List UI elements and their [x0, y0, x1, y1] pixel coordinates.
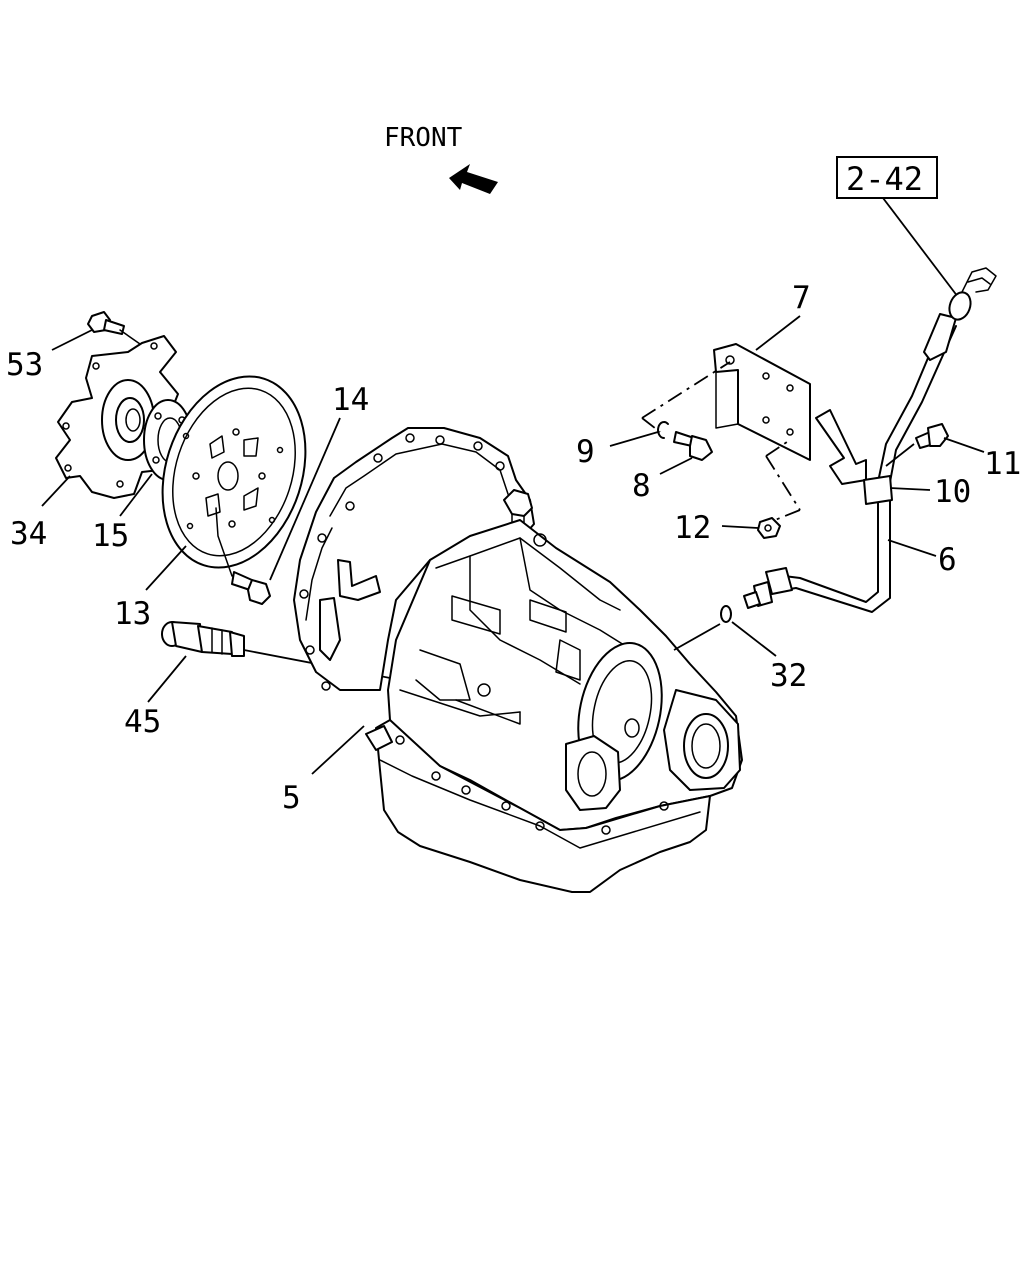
callout-45: 45: [124, 704, 161, 740]
transmission-assembly-part[interactable]: [293, 427, 743, 893]
callout-8: 8: [632, 468, 651, 504]
bolt-part[interactable]: [673, 431, 713, 461]
reference-label: 2-42: [846, 160, 923, 198]
bolt-part[interactable]: [87, 311, 125, 335]
tube-clip-bracket-part[interactable]: [815, 409, 867, 485]
callout-12: 12: [674, 510, 711, 546]
o-ring-part[interactable]: [720, 605, 732, 623]
callout-34: 34: [10, 516, 47, 552]
nut-part[interactable]: [757, 517, 781, 539]
callout-5: 5: [282, 780, 301, 816]
bolt-part[interactable]: [215, 507, 271, 605]
callout-32: 32: [770, 658, 807, 694]
reference-box[interactable]: [836, 156, 938, 199]
clip-part[interactable]: [657, 421, 669, 439]
callout-9: 9: [576, 434, 595, 470]
callout-6: 6: [938, 542, 957, 578]
speed-sensor-part[interactable]: [161, 621, 245, 657]
callout-13: 13: [114, 596, 151, 632]
bolt-part[interactable]: [915, 423, 949, 449]
callout-7: 7: [792, 280, 811, 316]
callout-15: 15: [92, 518, 129, 554]
callout-53: 53: [6, 347, 43, 383]
front-arrow-icon: [449, 164, 498, 194]
drive-plate-part[interactable]: [139, 358, 329, 586]
dipstick-tube-part[interactable]: [743, 267, 997, 613]
front-label: FRONT: [384, 123, 463, 153]
callout-11: 11: [984, 446, 1021, 482]
callout-14: 14: [332, 382, 369, 418]
callout-10: 10: [934, 474, 971, 510]
bracket-part[interactable]: [713, 343, 811, 461]
